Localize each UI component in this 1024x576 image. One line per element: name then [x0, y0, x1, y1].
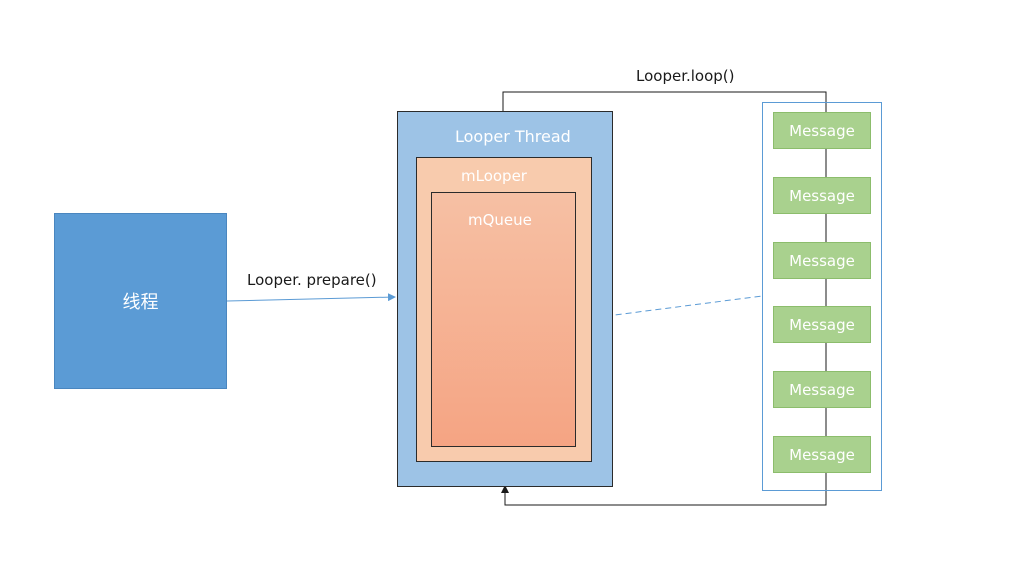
- loop-label: Looper.loop(): [636, 67, 735, 85]
- message-box: Message: [773, 177, 871, 214]
- message-box: Message: [773, 306, 871, 343]
- loop-line: [501, 91, 827, 506]
- thread-box: 线程: [54, 213, 227, 389]
- prepare-label: Looper. prepare(): [247, 271, 377, 289]
- message-box: Message: [773, 112, 871, 149]
- mqueue-box: [431, 192, 576, 447]
- message-box: Message: [773, 242, 871, 279]
- thread-label: 线程: [122, 292, 159, 313]
- looper-thread-title: Looper Thread: [455, 127, 571, 146]
- message-box: Message: [773, 436, 871, 473]
- prepare-arrow: [226, 293, 396, 302]
- message-queue-container: [762, 102, 882, 491]
- message-box: Message: [773, 371, 871, 408]
- mlooper-title: mLooper: [461, 167, 527, 185]
- mqueue-title: mQueue: [468, 211, 532, 229]
